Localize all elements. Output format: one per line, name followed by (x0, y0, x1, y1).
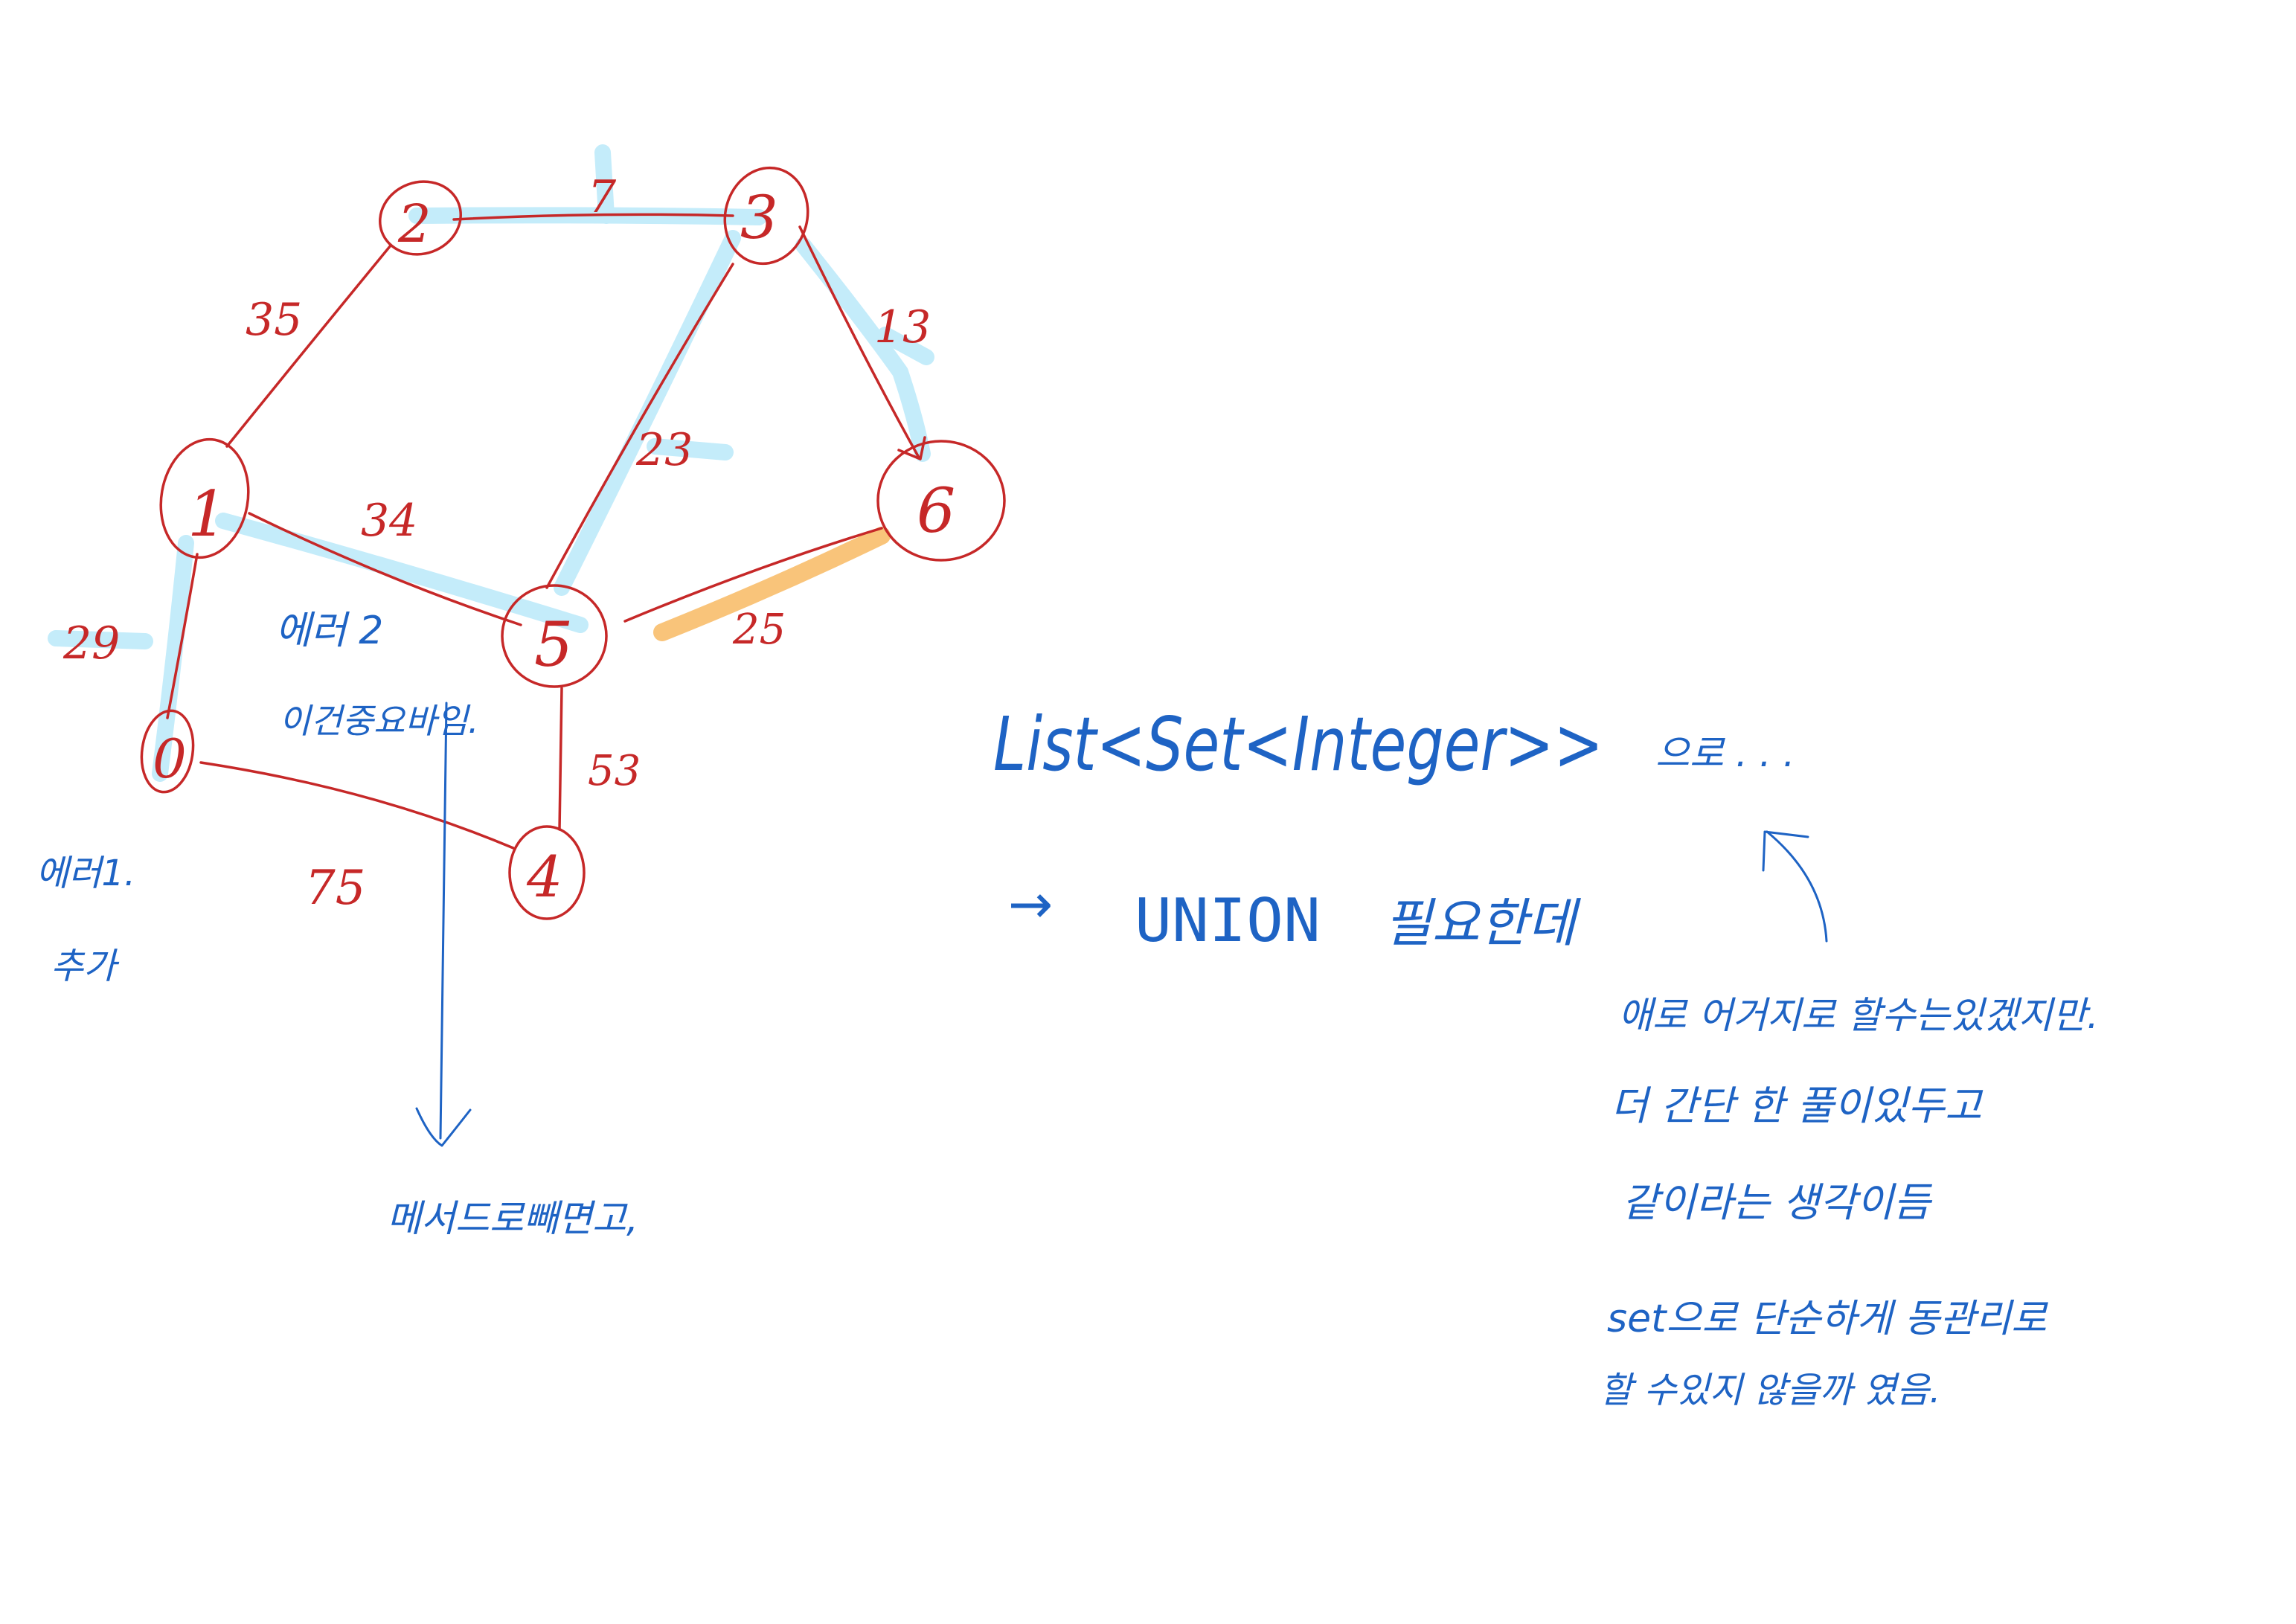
up-arrow-shaft (1766, 830, 1828, 943)
highlight-edge-1-5 (215, 513, 589, 633)
node-3-circle (723, 166, 809, 266)
up-arrow-head (1762, 830, 1809, 872)
weight-0-4: 75 (305, 861, 365, 916)
node-label-4: 4 (526, 844, 562, 910)
node-0-circle (140, 709, 195, 794)
highlight-weight-7 (594, 144, 615, 224)
highlight-weight-23 (647, 438, 734, 460)
edge-5-6 (623, 527, 883, 623)
node-6-circle (876, 440, 1006, 562)
note-union-rest: 필요한데 (1384, 893, 1581, 954)
weight-3-6: 13 (874, 301, 931, 353)
edge-3-6 (798, 225, 920, 459)
comment-block: 애로 어거지로 할수는있겠지만. 더 간단 한 풀이있두고 같이라는 생각이듬 … (1600, 994, 2099, 1411)
note-list-suffix: 으로 . . . (1655, 732, 1795, 775)
note-error2-line1: 에러 2 (275, 609, 383, 653)
weight-5-6: 25 (732, 606, 786, 654)
comment-line-2: 더 간단 한 풀이있두고 (1611, 1082, 1984, 1129)
weight-2-3: 7 (588, 171, 617, 223)
down-arrow-shaft (439, 702, 448, 1140)
edge-weights: 7 35 13 23 34 29 25 53 75 (62, 171, 931, 916)
highlight-weight-13 (877, 327, 934, 365)
weight-1-5: 34 (361, 495, 417, 547)
highlight-edge-5-6 (653, 527, 891, 641)
note-union-arrow: → (1008, 873, 1053, 935)
comment-line-1: 애로 어거지로 할수는있겠지만. (1618, 994, 2099, 1037)
note-error1-line1: 에러1. (36, 853, 135, 894)
weight-0-1: 29 (62, 617, 120, 670)
edge-5-4 (558, 687, 563, 831)
node-label-0: 0 (153, 728, 187, 790)
edge-2-3 (452, 213, 734, 221)
weight-1-2: 35 (246, 294, 302, 346)
comment-line-3: 같이라는 생각이듬 (1622, 1179, 1933, 1226)
data-structure-notes: List<Set<Integer>> 으로 . . . → UNION 필요한데 (993, 701, 1828, 955)
note-list-type: List<Set<Integer>> (993, 701, 1603, 788)
edge-0-1 (166, 553, 199, 719)
node-4-circle (508, 825, 586, 920)
comment-line-5: 할 수있지 않을까 였음. (1600, 1370, 1940, 1411)
highlight-edge-0-1 (152, 535, 194, 782)
node-5-circle (501, 584, 608, 688)
node-label-2: 2 (397, 193, 432, 254)
highlight-edge-3-6 (795, 237, 931, 462)
weight-3-5: 23 (635, 424, 693, 476)
node-2-circle (379, 180, 462, 256)
note-error2-line2: 이건중요바임. (279, 701, 479, 741)
note-error1-line2: 추가 (51, 946, 120, 987)
edge-0-4 (199, 761, 515, 850)
note-union-word: UNION (1135, 886, 1321, 955)
edge-1-2 (225, 244, 392, 448)
graph-annotations: 에러 2 이건중요바임. 에러1. 추가 메서드로빼면고, (36, 609, 638, 1240)
node-label-5: 5 (534, 610, 573, 681)
graph-nodes (140, 166, 1006, 920)
node-label-6: 6 (917, 476, 955, 547)
node-labels: 0 1 2 3 4 5 6 (153, 183, 955, 910)
highlight-edge-3-5 (554, 230, 741, 596)
weight-5-4: 53 (588, 747, 641, 795)
down-arrow-head (415, 1107, 472, 1147)
highlight-weight-29 (48, 630, 153, 649)
edge-1-5 (248, 512, 522, 626)
note-method-extract: 메서드로빼면고, (387, 1197, 638, 1240)
node-label-1: 1 (187, 478, 227, 551)
edge-3-5 (545, 263, 734, 589)
node-1-circle (159, 437, 250, 559)
comment-line-4: set으로 단순하게 동관리로 (1607, 1297, 2048, 1341)
node-label-3: 3 (740, 183, 778, 252)
mst-highlights (48, 144, 934, 782)
